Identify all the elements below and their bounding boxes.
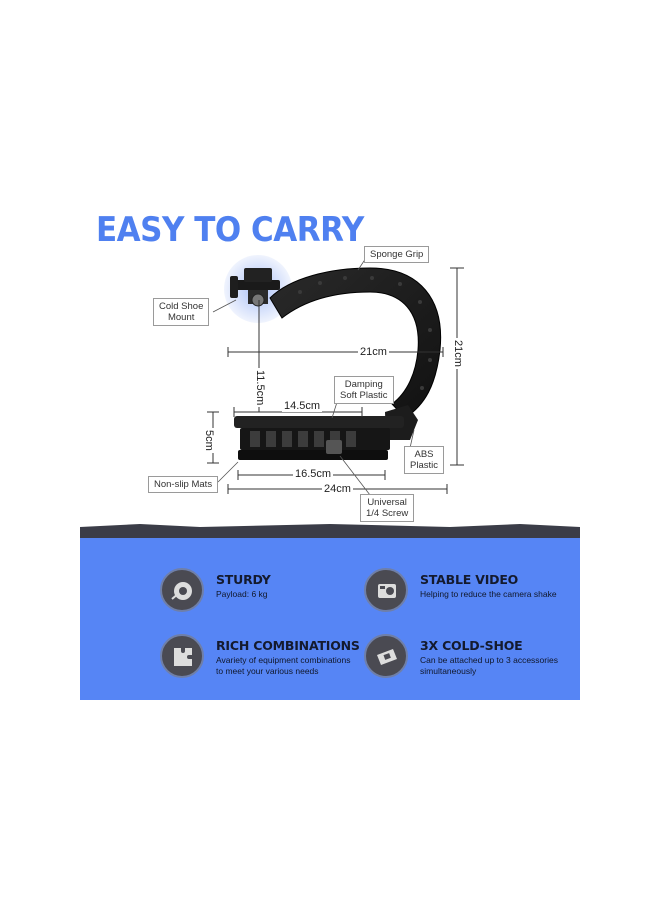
feature-rich-combinations: RICH COMBINATIONS Avariety of equipment … (160, 634, 360, 686)
foam-texture (298, 276, 432, 390)
action-camera-icon (364, 568, 408, 612)
feature-sturdy: STURDY Payload: 6 kg (160, 568, 360, 620)
callout-cold-shoe-mount: Cold Shoe Mount (153, 298, 210, 326)
product-diagram (80, 254, 580, 538)
dim-inner-height: 11.5cm (254, 368, 266, 408)
callout-universal-screw: Universal 1/4 Screw (360, 494, 415, 522)
puzzle-icon (160, 634, 204, 678)
feature-cold-shoe: 3X COLD-SHOE Can be attached up to 3 acc… (364, 634, 564, 686)
cold-shoe-mount (230, 268, 280, 307)
feature-stable-video: STABLE VIDEO Helping to reduce the camer… (364, 568, 564, 620)
callout-sponge-grip: Sponge Grip (364, 246, 430, 263)
dim-handle-length: 14.5cm (282, 400, 323, 412)
callout-damping-soft-plastic: Damping Soft Plastic (334, 376, 394, 404)
feature-panel: STURDY Payload: 6 kg STABLE VIDEO Helpin… (80, 538, 580, 700)
callout-abs-plastic: ABS Plastic (404, 446, 444, 474)
dim-width-top: 21cm (358, 346, 389, 358)
dim-total-length: 24cm (322, 483, 353, 495)
base-rail (234, 416, 404, 460)
callout-lines (212, 254, 415, 496)
cold-shoe-icon (364, 634, 408, 678)
headline: EASY TO CARRY (96, 210, 364, 250)
weight-icon (160, 568, 204, 612)
panel-top-band (80, 524, 580, 538)
dim-base-length: 16.5cm (293, 468, 334, 480)
dim-height-right: 21cm (452, 338, 464, 369)
callout-non-slip-mats: Non-slip Mats (148, 476, 219, 493)
dim-base-height: 5cm (203, 428, 215, 453)
